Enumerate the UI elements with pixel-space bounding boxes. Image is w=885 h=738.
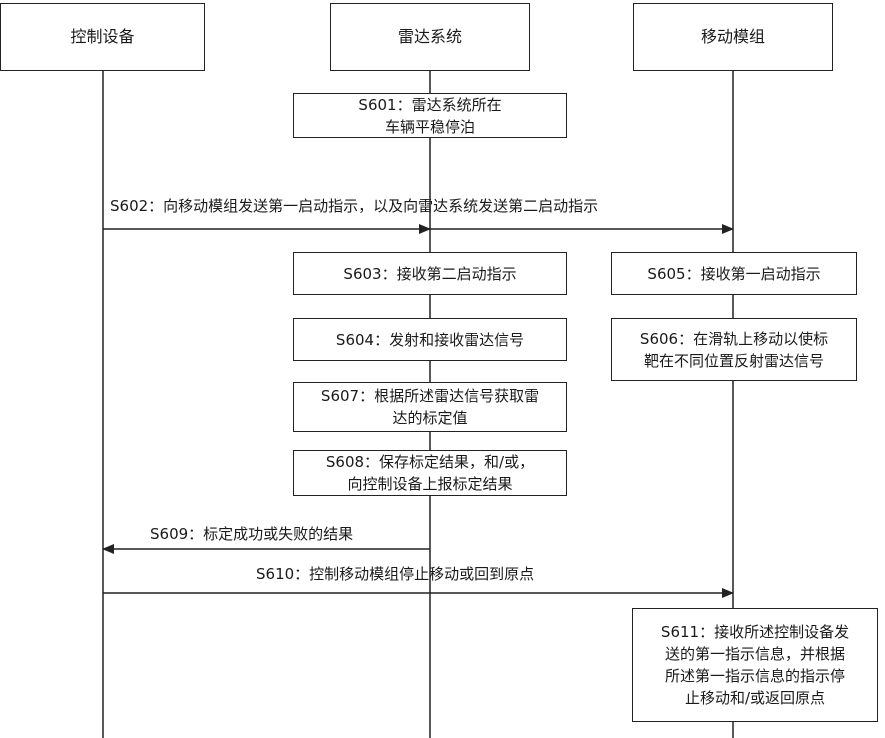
step-s611-line2: 送的第一指示信息，并根据 (664, 645, 845, 663)
step-s606-line2: 靶在不同位置反射雷达信号 (643, 351, 824, 370)
step-s611-box: S611：接收所述控制设备发 送的第一指示信息，并根据 所述第一指示信息的指示停… (632, 608, 878, 722)
participant-module-label: 移动模组 (700, 27, 765, 46)
step-s604-text: S604：发射和接收雷达信号 (335, 330, 525, 349)
step-s609-label: S609：标定成功或失败的结果 (150, 525, 354, 543)
step-s607-line2: 达的标定值 (392, 409, 468, 427)
step-s601-line1: S601：雷达系统所在 (358, 95, 502, 114)
step-s603-box: S603：接收第二启动指示 (293, 252, 567, 295)
step-s608-line2: 向控制设备上报标定结果 (347, 475, 513, 493)
step-s608-line1: S608：保存标定结果，和/或， (325, 453, 535, 471)
participant-radar-system: 雷达系统 (330, 3, 530, 71)
step-s602-label: S602：向移动模组发送第一启动指示，以及向雷达系统发送第二启动指示 (110, 197, 599, 215)
step-s606-box: S606：在滑轨上移动以使标 靶在不同位置反射雷达信号 (611, 318, 857, 381)
step-s606-line1: S606：在滑轨上移动以使标 (639, 329, 829, 348)
step-s601-line2: 车辆平稳停泊 (384, 117, 475, 136)
step-s610-label: S610：控制移动模组停止移动或回到原点 (256, 565, 535, 583)
step-s611-line1: S611：接收所述控制设备发 (660, 623, 850, 641)
participant-control-label: 控制设备 (70, 27, 135, 46)
step-s611-line3: 所述第一指示信息的指示停 (664, 667, 845, 685)
step-s601-box: S601：雷达系统所在 车辆平稳停泊 (293, 93, 567, 138)
participant-moving-module: 移动模组 (633, 3, 833, 71)
step-s605-box: S605：接收第一启动指示 (611, 252, 857, 295)
step-s604-box: S604：发射和接收雷达信号 (293, 318, 567, 361)
step-s607-box: S607：根据所述雷达信号获取雷 达的标定值 (293, 382, 567, 432)
step-s603-text: S603：接收第二启动指示 (343, 264, 517, 283)
step-s607-line1: S607：根据所述雷达信号获取雷 (320, 387, 540, 405)
step-s611-line4: 止移动和/或返回原点 (684, 689, 826, 707)
participant-radar-label: 雷达系统 (397, 27, 462, 46)
participant-control-device: 控制设备 (0, 3, 205, 71)
step-s608-box: S608：保存标定结果，和/或， 向控制设备上报标定结果 (293, 450, 567, 496)
step-s605-text: S605：接收第一启动指示 (647, 264, 821, 283)
